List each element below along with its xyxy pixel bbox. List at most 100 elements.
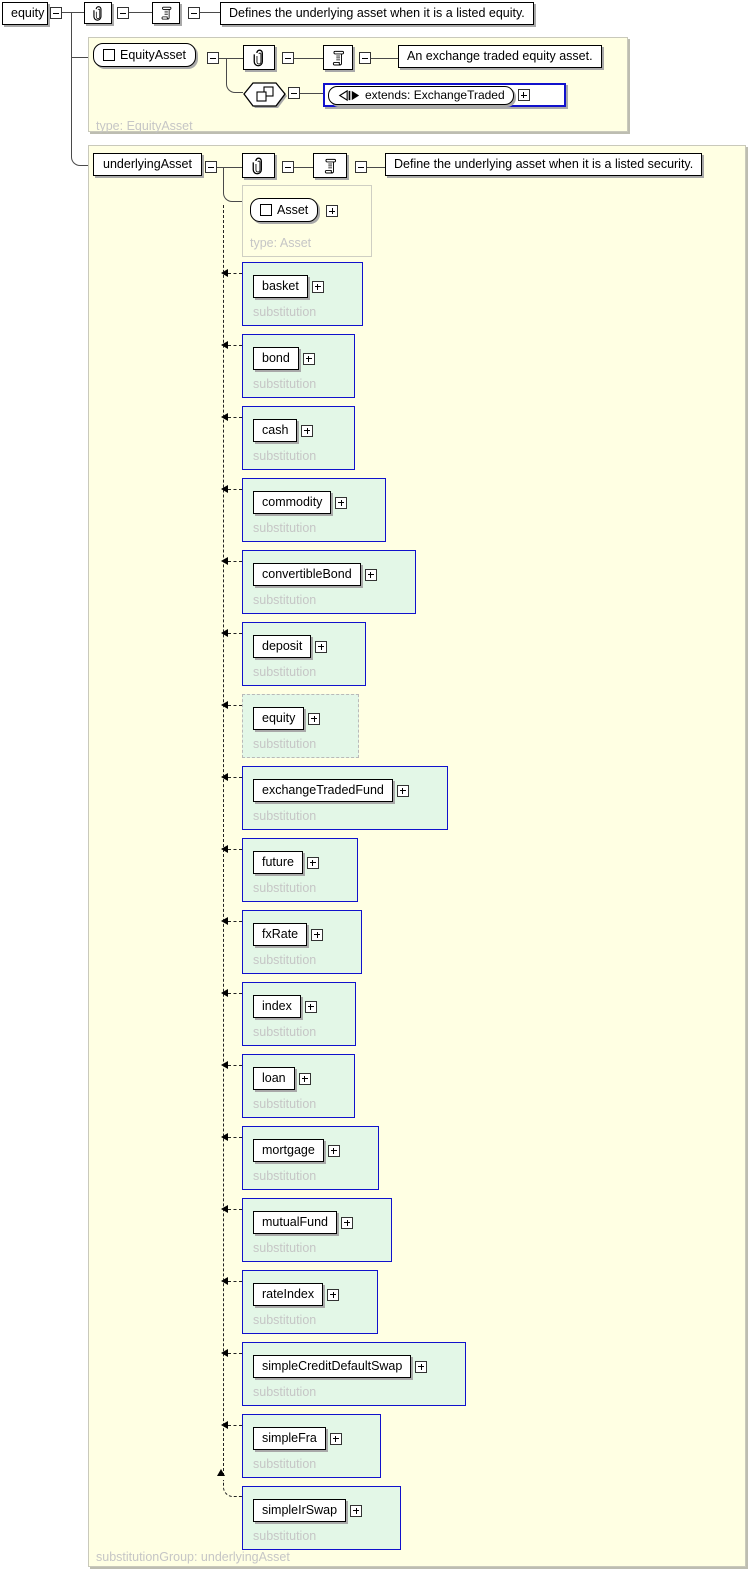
member-name-box[interactable]: loan <box>253 1067 295 1090</box>
member-name-box[interactable]: rateIndex <box>253 1283 324 1306</box>
expand-handle[interactable] <box>327 1288 340 1301</box>
element-box-underlyingasset[interactable]: underlyingAsset <box>93 153 202 176</box>
member-name-box[interactable]: simpleCreditDefaultSwap <box>253 1355 412 1378</box>
arrowhead-left <box>221 1277 228 1285</box>
tree-line <box>72 57 88 58</box>
element-box-equity-root[interactable]: equity <box>2 2 48 25</box>
substitution-label: substitution <box>253 953 317 967</box>
member-name-box[interactable]: simpleFra <box>253 1427 326 1450</box>
collapse-handle[interactable] <box>288 87 300 99</box>
type-label: type: Asset <box>250 236 312 250</box>
head-element-badge-asset[interactable]: Asset <box>250 198 319 222</box>
annotation-scroll-icon <box>323 45 353 70</box>
expand-handle[interactable] <box>396 784 409 797</box>
expand-handle[interactable] <box>335 496 348 509</box>
collapse-handle[interactable] <box>50 7 62 19</box>
substitution-member-fxRate: fxRate substitution <box>242 910 363 974</box>
complextype-badge-equityasset[interactable]: EquityAsset <box>93 43 197 67</box>
arrowhead-left <box>221 701 228 709</box>
tree-line <box>200 12 220 13</box>
member-name-box[interactable]: basket <box>253 275 308 298</box>
extends-label: extends: ExchangeTraded <box>365 88 505 102</box>
substitution-label: substitution <box>253 737 317 751</box>
attributes-paperclip-icon <box>84 2 112 24</box>
dashed-connector <box>228 993 242 994</box>
type-label: type: EquityAsset <box>96 119 193 133</box>
member-name-box[interactable]: convertibleBond <box>253 563 361 586</box>
expand-handle[interactable] <box>311 280 324 293</box>
member-name-box[interactable]: fxRate <box>253 923 308 946</box>
substitution-member-deposit: deposit substitution <box>242 622 367 686</box>
substitution-label: substitution <box>253 1385 317 1399</box>
expand-handle[interactable] <box>298 1072 311 1085</box>
complextype-square-icon <box>260 204 272 216</box>
dashed-connector <box>228 1281 242 1282</box>
substitution-member-simpleIrSwap: simpleIrSwap substitution <box>242 1486 402 1550</box>
member-name-box[interactable]: index <box>253 995 301 1018</box>
expand-handle[interactable] <box>301 424 314 437</box>
substitution-label: substitution <box>253 881 317 895</box>
arrowhead-left <box>221 845 228 853</box>
arrowhead-left <box>221 557 228 565</box>
dashed-connector <box>228 561 242 562</box>
expand-handle[interactable] <box>327 1144 340 1157</box>
expand-handle[interactable] <box>364 568 377 581</box>
collapse-handle[interactable] <box>117 7 129 19</box>
expand-handle[interactable] <box>329 1432 342 1445</box>
dashed-connector <box>228 705 242 706</box>
collapse-handle[interactable] <box>282 52 294 64</box>
expand-handle[interactable] <box>308 712 321 725</box>
collapse-handle[interactable] <box>282 161 294 173</box>
arrowhead-left <box>221 413 228 421</box>
expand-handle[interactable] <box>311 928 324 941</box>
arrowhead-left <box>221 1133 228 1141</box>
member-name-box[interactable]: mutualFund <box>253 1211 338 1234</box>
expand-handle[interactable] <box>341 1216 354 1229</box>
member-name-box[interactable]: cash <box>253 419 298 442</box>
substitution-member-convertibleBond: convertibleBond substitution <box>242 550 416 614</box>
member-name-box[interactable]: bond <box>253 347 299 370</box>
expand-handle[interactable] <box>306 856 319 869</box>
substitution-member-simpleCreditDefaultSwap: simpleCreditDefaultSwap substitution <box>242 1342 467 1406</box>
documentation-box: Defines the underlying asset when it is … <box>220 2 534 25</box>
dashed-connector <box>228 1353 242 1354</box>
substitution-label: substitution <box>253 449 317 463</box>
substitution-member-loan: loan substitution <box>242 1054 356 1118</box>
expand-handle[interactable] <box>415 1360 428 1373</box>
attributes-paperclip-icon <box>242 153 275 178</box>
collapse-handle[interactable] <box>188 7 200 19</box>
collapse-handle[interactable] <box>207 52 219 64</box>
expand-handle[interactable] <box>302 352 315 365</box>
substitution-label: substitution <box>253 1457 317 1471</box>
member-name-box[interactable]: simpleIrSwap <box>253 1499 347 1522</box>
substitution-label: substitution <box>253 1025 317 1039</box>
dashed-spine <box>223 205 224 1476</box>
substitution-member-mutualFund: mutualFund substitution <box>242 1198 393 1262</box>
member-name-box[interactable]: future <box>253 851 303 874</box>
member-name-box[interactable]: exchangeTradedFund <box>253 779 393 802</box>
expand-handle[interactable] <box>350 1504 363 1517</box>
attributes-paperclip-icon <box>243 45 275 70</box>
documentation-box: Define the underlying asset when it is a… <box>385 153 703 176</box>
annotation-scroll-icon <box>313 153 347 178</box>
substitution-label: substitution <box>253 1097 317 1111</box>
tree-line-elbow <box>71 12 93 166</box>
collapse-handle[interactable] <box>355 161 367 173</box>
expand-handle[interactable] <box>517 89 530 101</box>
member-name-box[interactable]: equity <box>253 707 305 730</box>
expand-handle[interactable] <box>304 1000 317 1013</box>
tree-line <box>129 12 152 13</box>
member-name-box[interactable]: commodity <box>253 491 332 514</box>
member-name-box[interactable]: mortgage <box>253 1139 324 1162</box>
member-name-box[interactable]: deposit <box>253 635 312 658</box>
substitution-label: substitution <box>253 593 317 607</box>
substitution-member-commodity: commodity substitution <box>242 478 387 542</box>
dashed-connector-elbow <box>223 1480 242 1497</box>
collapse-handle[interactable] <box>205 161 217 173</box>
arrowhead-left <box>221 989 228 997</box>
expand-handle[interactable] <box>326 205 338 217</box>
expand-handle[interactable] <box>315 640 328 653</box>
collapse-handle[interactable] <box>359 52 371 64</box>
extends-badge[interactable]: extends: ExchangeTraded <box>328 85 514 105</box>
